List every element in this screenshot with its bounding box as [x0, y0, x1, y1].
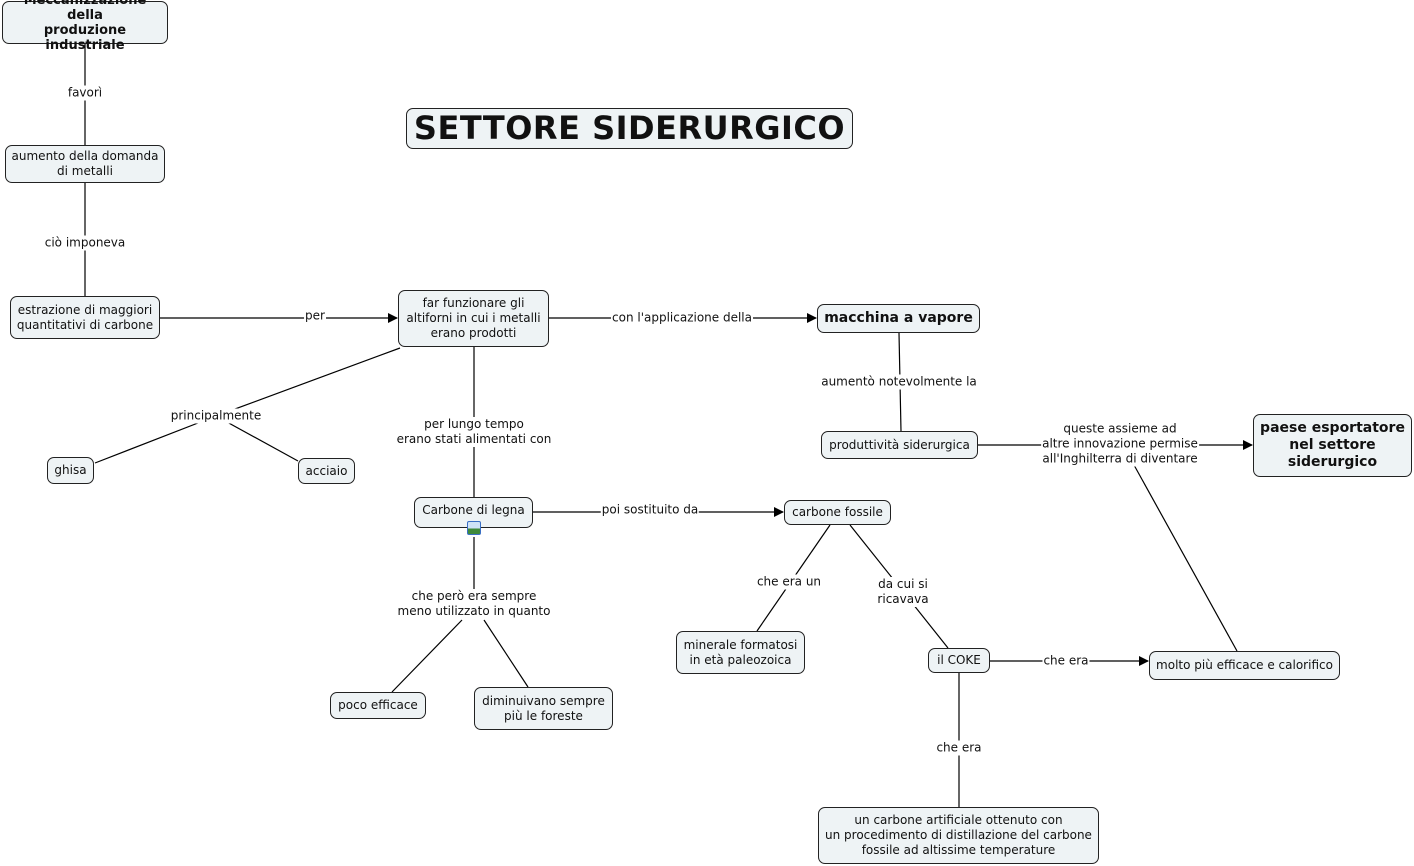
- line-molto-piu: [1133, 464, 1238, 652]
- node-acciaio[interactable]: acciaio: [298, 458, 355, 484]
- node-estrazione[interactable]: estrazione di maggiori quantitativi di c…: [10, 296, 160, 339]
- line-poco-efficace: [391, 619, 463, 693]
- line-ghisa: [94, 415, 217, 464]
- node-produttivita[interactable]: produttività siderurgica: [821, 431, 978, 459]
- line-acciaio: [215, 415, 299, 462]
- image-icon[interactable]: [467, 521, 481, 535]
- link-label-che-era-2[interactable]: che era: [935, 740, 983, 756]
- node-minerale[interactable]: minerale formatosi in età paleozoica: [676, 631, 805, 674]
- link-label-aumento-notevolmente[interactable]: aumentò notevolmente la: [820, 374, 978, 390]
- node-paese-esportatore[interactable]: paese esportatore nel settore siderurgic…: [1253, 414, 1412, 477]
- node-diminuivano[interactable]: diminuivano sempre più le foreste: [474, 687, 613, 730]
- node-carbone-fossile[interactable]: carbone fossile: [784, 500, 891, 525]
- line-principalmente: [215, 347, 401, 417]
- node-coke[interactable]: il COKE: [928, 648, 990, 673]
- node-meccanizzazione[interactable]: Meccanizzazione della produzione industr…: [2, 0, 168, 53]
- node-far-funzionare[interactable]: far funzionare gli altiforni in cui i me…: [398, 290, 549, 347]
- map-title[interactable]: SETTORE SIDERURGICO: [406, 108, 853, 149]
- line-diminuivano: [483, 619, 529, 688]
- node-aumento[interactable]: aumento della domanda di metalli: [5, 145, 165, 183]
- node-molto-piu[interactable]: molto più efficace e calorifico: [1149, 651, 1340, 680]
- node-macchina-a-vapore[interactable]: macchina a vapore: [817, 304, 980, 333]
- node-poco-efficace[interactable]: poco efficace: [330, 692, 426, 719]
- link-label-che-pero[interactable]: che però era sempre meno utilizzato in q…: [396, 589, 552, 619]
- link-label-principalmente[interactable]: principalmente: [169, 408, 263, 424]
- link-label-queste-assieme[interactable]: queste assieme ad altre innovazione perm…: [1041, 421, 1199, 467]
- link-label-cio-imponeva[interactable]: ciò imponeva: [43, 235, 127, 251]
- link-label-da-cui[interactable]: da cui si ricavava: [876, 577, 930, 607]
- link-label-per[interactable]: per: [304, 308, 326, 324]
- link-label-che-era[interactable]: che era: [1042, 653, 1090, 669]
- link-label-per-lungo-tempo[interactable]: per lungo tempo erano stati alimentati c…: [395, 417, 553, 447]
- link-label-poi-sostituito[interactable]: poi sostituito da: [600, 502, 700, 518]
- node-carbone-artificiale[interactable]: un carbone artificiale ottenuto con un p…: [818, 807, 1099, 864]
- link-label-favori[interactable]: favorì: [66, 85, 104, 101]
- link-label-con-applicazione[interactable]: con l'applicazione della: [611, 310, 753, 326]
- node-ghisa[interactable]: ghisa: [47, 457, 94, 484]
- link-label-che-era-un[interactable]: che era un: [755, 574, 823, 590]
